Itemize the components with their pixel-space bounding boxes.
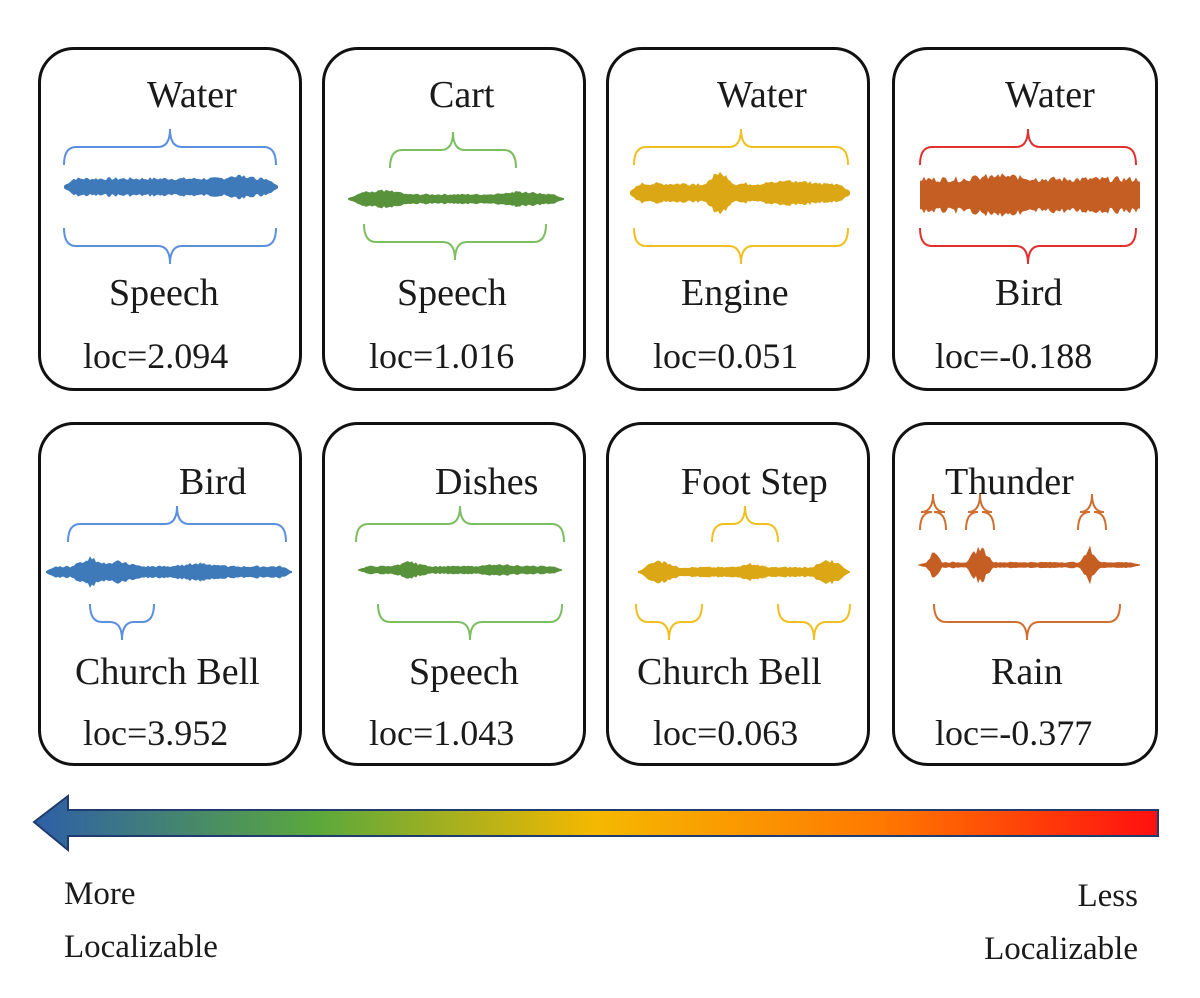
waveform xyxy=(920,173,1140,217)
brace xyxy=(711,505,779,543)
waveform xyxy=(918,545,1140,585)
panel-top-label: Bird xyxy=(179,461,247,503)
panel-top-label: Water xyxy=(147,74,237,116)
panel-cart-speech: Cart Speech loc=1.016 xyxy=(322,47,586,391)
brace xyxy=(635,603,703,641)
brace xyxy=(777,603,851,641)
panel-loc-value: loc=-0.188 xyxy=(935,336,1093,376)
panel-bottom-label: Speech xyxy=(397,272,507,314)
brace xyxy=(89,603,155,641)
panel-loc-value: loc=1.043 xyxy=(369,713,515,753)
panel-loc-value: loc=0.051 xyxy=(653,336,799,376)
more-localizable-label: More Localizable xyxy=(64,868,218,974)
brace xyxy=(63,128,277,166)
brace xyxy=(919,128,1137,166)
panel-loc-value: loc=3.952 xyxy=(83,713,229,753)
brace xyxy=(377,603,563,641)
panel-bottom-label: Church Bell xyxy=(75,651,260,693)
panel-water-speech: Water Speech loc=2.094 xyxy=(38,47,302,391)
panel-bottom-label: Speech xyxy=(409,651,519,693)
brace xyxy=(67,505,287,543)
panel-top-label: Cart xyxy=(429,74,495,116)
panel-water-engine: Water Engine loc=0.051 xyxy=(606,47,870,391)
panel-bottom-label: Bird xyxy=(995,272,1063,314)
panel-loc-value: loc=-0.377 xyxy=(935,713,1093,753)
less-label: Less xyxy=(1077,878,1139,914)
brace xyxy=(389,131,517,169)
panel-bird-churchbell: Bird Church Bell loc=3.952 xyxy=(38,422,302,766)
localizable-right-label: Localizable xyxy=(984,930,1138,967)
brace xyxy=(1077,493,1107,531)
panel-bottom-label: Church Bell xyxy=(637,651,822,693)
panel-footstep-churchbell: Foot Step Church Bell loc=0.063 xyxy=(606,422,870,766)
panel-thunder-rain: Thunder Rain loc=-0.377 xyxy=(892,422,1158,766)
panel-top-label: Foot Step xyxy=(681,461,828,503)
waveform xyxy=(46,556,292,588)
panel-loc-value: loc=1.016 xyxy=(369,336,515,376)
brace xyxy=(633,128,849,166)
panel-top-label: Water xyxy=(717,74,807,116)
panel-loc-value: loc=2.094 xyxy=(83,336,229,376)
waveform xyxy=(358,561,562,579)
waveform xyxy=(348,189,564,209)
brace xyxy=(363,223,547,261)
brace xyxy=(355,505,565,543)
panel-top-label: Dishes xyxy=(435,461,539,503)
panel-bottom-label: Engine xyxy=(681,272,789,314)
localizability-arrow xyxy=(32,793,1159,853)
waveform xyxy=(630,171,850,215)
panel-water-bird: Water Bird loc=-0.188 xyxy=(892,47,1158,391)
brace xyxy=(919,493,947,531)
brace xyxy=(933,603,1121,641)
waveform xyxy=(64,174,278,200)
more-label: More xyxy=(64,876,136,912)
panel-loc-value: loc=0.063 xyxy=(653,713,799,753)
localizable-left-label: Localizable xyxy=(64,928,218,965)
waveform xyxy=(638,559,850,585)
brace xyxy=(919,227,1137,265)
less-localizable-label: Less Localizable xyxy=(984,870,1138,976)
panel-top-label: Water xyxy=(1005,74,1095,116)
brace xyxy=(63,227,277,265)
panel-dishes-speech: Dishes Speech loc=1.043 xyxy=(322,422,586,766)
brace xyxy=(633,227,849,265)
panel-bottom-label: Speech xyxy=(109,272,219,314)
brace xyxy=(965,493,995,531)
panel-top-label: Thunder xyxy=(945,461,1074,503)
panel-bottom-label: Rain xyxy=(991,651,1063,693)
